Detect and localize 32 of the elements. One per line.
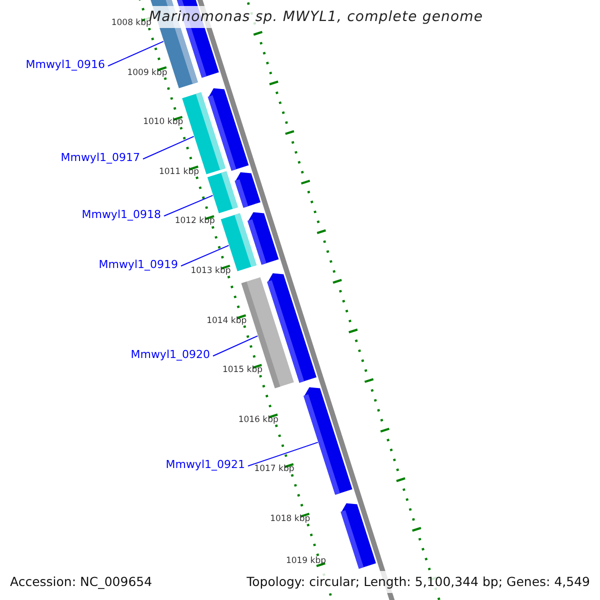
gene-label: Mmwyl1_0919 <box>98 258 178 271</box>
tick-label: 1014 kbp <box>206 316 247 326</box>
gene-label: Mmwyl1_0916 <box>26 58 105 71</box>
leader-line <box>164 194 214 216</box>
gene-feature <box>304 387 352 495</box>
tick-label: 1011 kbp <box>158 166 200 177</box>
gene-feature <box>267 273 316 383</box>
tick-label: 1019 kbp <box>286 556 326 566</box>
gene-label: Mmwyl1_0917 <box>60 151 140 164</box>
tick-label: 1016 kbp <box>238 414 278 425</box>
accession-text: Accession: NC_009654 <box>10 574 152 589</box>
tick-label: 1018 kbp <box>270 514 310 524</box>
gene-label: Mmwyl1_0920 <box>130 348 210 361</box>
leader-line <box>180 244 230 266</box>
tick-label: 1012 kbp <box>174 216 215 226</box>
tick-label: 1009 kbp <box>127 68 168 78</box>
leader-line <box>248 442 318 466</box>
leader-line <box>142 136 194 160</box>
gene-feature <box>340 503 376 569</box>
tick-label: 1017 kbp <box>254 464 294 474</box>
tick-label: 1013 kbp <box>190 266 231 276</box>
genome-info-text: Topology: circular; Length: 5,100,344 bp; Genes: 4,549 <box>246 574 590 589</box>
gene-label: Mmwyl1_0921 <box>166 458 245 471</box>
tick-label: 1010 kbp <box>143 117 184 128</box>
tick-label: 1015 kbp <box>222 365 262 376</box>
leader-line <box>212 335 258 356</box>
gene-label: Mmwyl1_0918 <box>82 208 161 221</box>
tick-label: 1008 kbp <box>111 18 152 28</box>
gene-feature <box>208 88 249 171</box>
gene-feature <box>248 212 279 265</box>
gene-feature <box>234 172 260 208</box>
gene-bar <box>207 171 238 214</box>
